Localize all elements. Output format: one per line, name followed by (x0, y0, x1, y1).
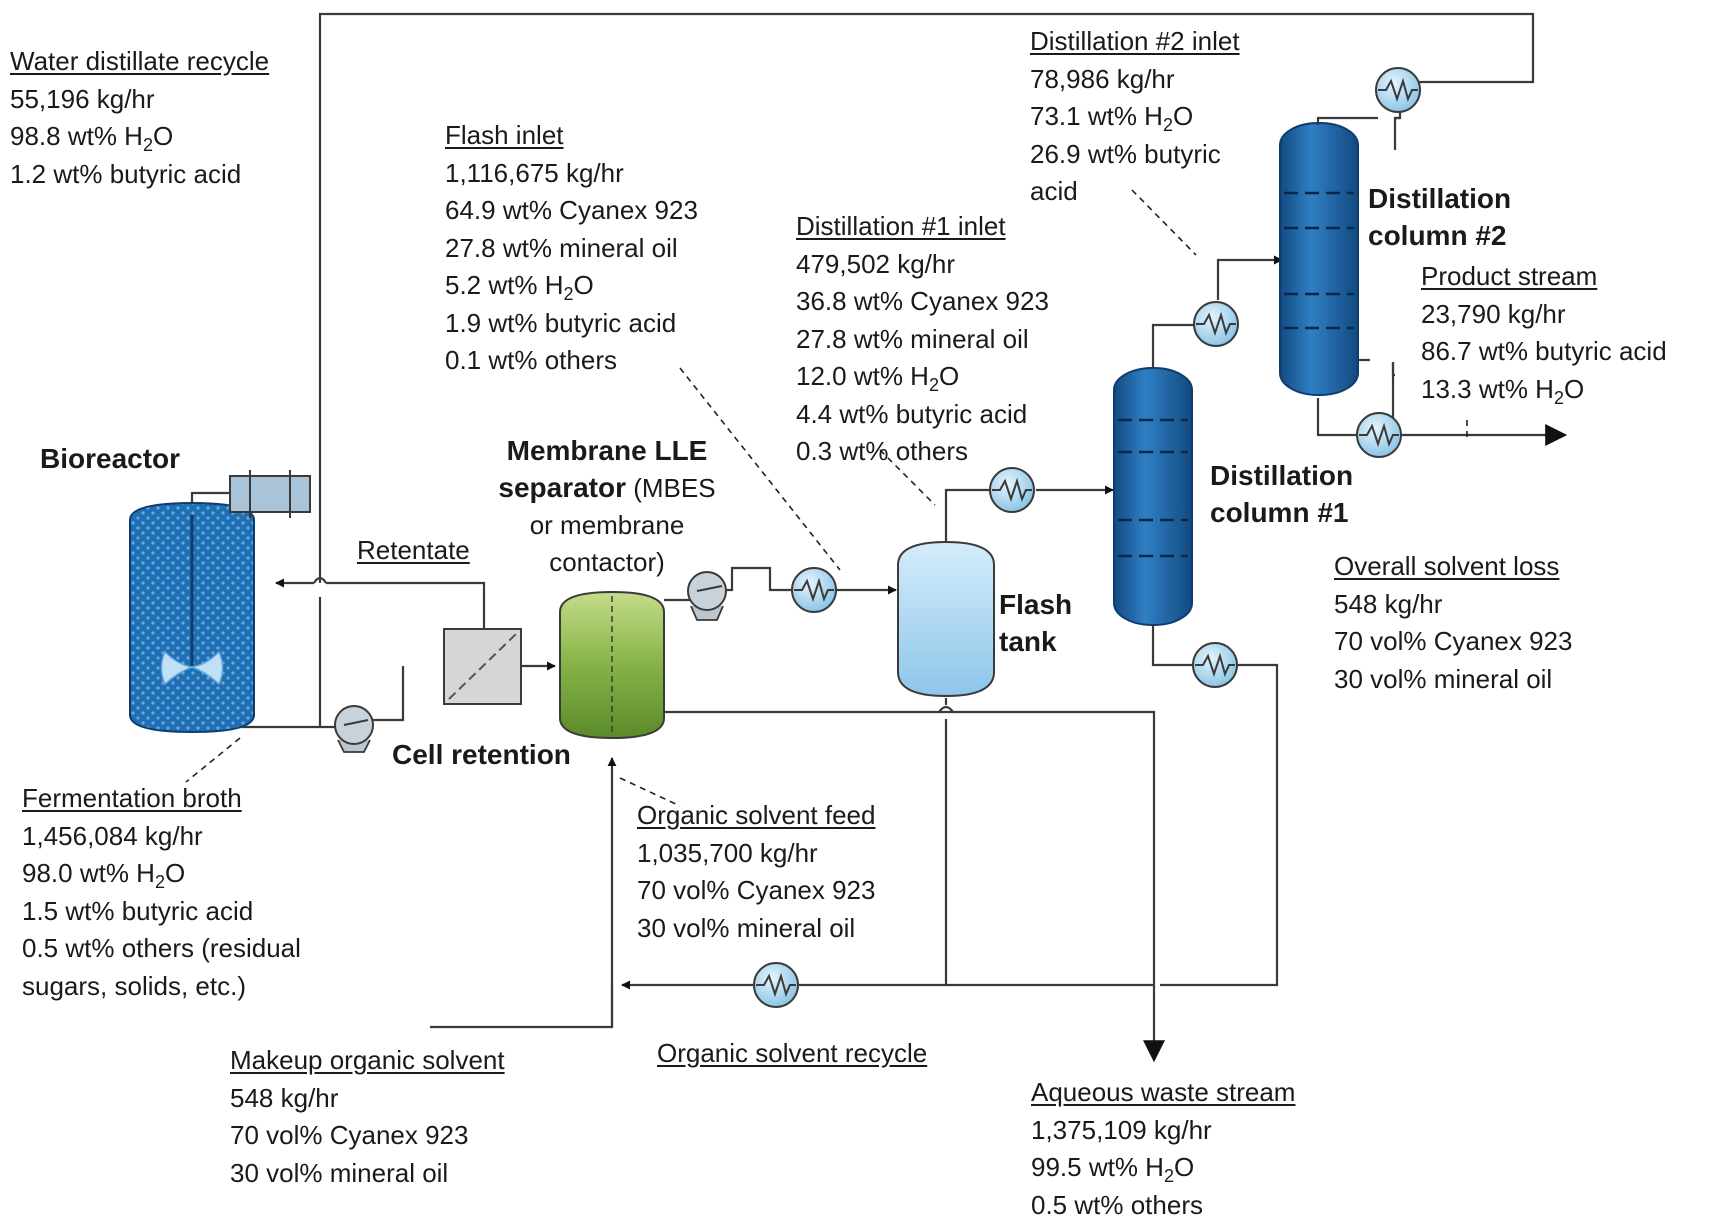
product-c1: 86.7 wt% butyric acid (1421, 333, 1667, 371)
flash-inlet-h2o: 5.2 wt% H2O (445, 267, 698, 305)
equipment (130, 118, 1378, 752)
organic-solvent-recycle-label: Organic solvent recycle (657, 1035, 927, 1072)
membrane-sep-line: separator (MBES (472, 469, 742, 507)
water-distillate-h2o: 98.8 wt% H2O (10, 118, 269, 156)
hx-dist1-inlet-icon (990, 468, 1034, 512)
cell-retention-filter (444, 629, 521, 704)
broth-c2: 0.5 wt% others (residual (22, 930, 301, 968)
distillation-column-1-vessel (1114, 368, 1192, 625)
organic-feed-c1: 70 vol% Cyanex 923 (637, 872, 875, 910)
dist2-inlet-flow: 78,986 kg/hr (1030, 61, 1240, 99)
dist1-label-1: Distillation (1210, 457, 1353, 494)
dist1-inlet-c2: 27.8 wt% mineral oil (796, 321, 1049, 359)
broth-flow: 1,456,084 kg/hr (22, 818, 301, 856)
flash-inlet-c4: 0.1 wt% others (445, 342, 698, 380)
dist1-inlet-c3: 4.4 wt% butyric acid (796, 396, 1049, 434)
dist1-label-2: column #1 (1210, 494, 1348, 531)
hx-dist2-top-icon (1376, 68, 1420, 112)
organic-feed-label: Organic solvent feed 1,035,700 kg/hr 70 … (637, 797, 875, 947)
solvent-loss-title: Overall solvent loss (1334, 548, 1572, 586)
hx-product-icon (1357, 413, 1401, 457)
flash-tank-vessel (898, 542, 994, 696)
pump-broth (335, 706, 373, 752)
flash-inlet-c2: 27.8 wt% mineral oil (445, 230, 698, 268)
bioreactor-vessel (130, 503, 254, 732)
product-flow: 23,790 kg/hr (1421, 296, 1667, 334)
makeup-c2: 30 vol% mineral oil (230, 1155, 505, 1193)
dist2-inlet-label: Distillation #2 inlet 78,986 kg/hr 73.1 … (1030, 23, 1240, 211)
flash-inlet-flow: 1,116,675 kg/hr (445, 155, 698, 193)
vent-filter (230, 470, 310, 518)
product-stream-label: Product stream 23,790 kg/hr 86.7 wt% but… (1421, 258, 1667, 408)
dist1-inlet-label: Distillation #1 inlet 479,502 kg/hr 36.8… (796, 208, 1049, 471)
broth-title: Fermentation broth (22, 780, 301, 818)
bioreactor-label: Bioreactor (40, 440, 180, 477)
fermentation-broth-label: Fermentation broth 1,456,084 kg/hr 98.0 … (22, 780, 301, 1005)
dist2-label-1: Distillation (1368, 180, 1511, 217)
membrane-separator-label: Membrane LLE separator (MBES or membrane… (472, 432, 742, 581)
broth-c3: sugars, solids, etc.) (22, 968, 301, 1006)
dist2-inlet-title: Distillation #2 inlet (1030, 23, 1240, 61)
water-distillate-title: Water distillate recycle (10, 43, 269, 81)
makeup-c1: 70 vol% Cyanex 923 (230, 1117, 505, 1155)
organic-feed-title: Organic solvent feed (637, 797, 875, 835)
dist2-inlet-c2: acid (1030, 173, 1240, 211)
hx-solvent-recycle-icon (754, 963, 798, 1007)
broth-c1: 1.5 wt% butyric acid (22, 893, 301, 931)
dist1-inlet-h2o: 12.0 wt% H2O (796, 358, 1049, 396)
membrane-line3: or membrane (472, 507, 742, 544)
makeup-flow: 548 kg/hr (230, 1080, 505, 1118)
hx-dist2-inlet-icon (1194, 302, 1238, 346)
hx-dist1-bottom-icon (1193, 643, 1237, 687)
aqueous-title: Aqueous waste stream (1031, 1074, 1295, 1112)
dist1-inlet-c1: 36.8 wt% Cyanex 923 (796, 283, 1049, 321)
broth-h2o: 98.0 wt% H2O (22, 855, 301, 893)
membrane-line4: contactor) (472, 544, 742, 581)
makeup-title: Makeup organic solvent (230, 1042, 505, 1080)
solvent-loss-c2: 30 vol% mineral oil (1334, 661, 1572, 699)
aqueous-waste-label: Aqueous waste stream 1,375,109 kg/hr 99.… (1031, 1074, 1295, 1224)
flash-tank-label-2: tank (999, 623, 1057, 660)
solvent-loss-c1: 70 vol% Cyanex 923 (1334, 623, 1572, 661)
aqueous-flow: 1,375,109 kg/hr (1031, 1112, 1295, 1150)
membrane-lle-separator (560, 592, 664, 738)
dist1-inlet-c4: 0.3 wt% others (796, 433, 1049, 471)
dist1-inlet-flow: 479,502 kg/hr (796, 246, 1049, 284)
aqueous-c1: 0.5 wt% others (1031, 1187, 1295, 1224)
product-h2o: 13.3 wt% H2O (1421, 371, 1667, 409)
dist2-inlet-c1: 26.9 wt% butyric (1030, 136, 1240, 174)
flash-inlet-c3: 1.9 wt% butyric acid (445, 305, 698, 343)
dist1-inlet-title: Distillation #1 inlet (796, 208, 1049, 246)
retentate-label: Retentate (357, 532, 470, 569)
flash-inlet-title: Flash inlet (445, 117, 698, 155)
solvent-loss-flow: 548 kg/hr (1334, 586, 1572, 624)
flash-tank-label-1: Flash (999, 586, 1072, 623)
dist2-inlet-h2o: 73.1 wt% H2O (1030, 98, 1240, 136)
cell-retention-label: Cell retention (392, 736, 571, 773)
water-distillate-flow: 55,196 kg/hr (10, 81, 269, 119)
organic-feed-c2: 30 vol% mineral oil (637, 910, 875, 948)
organic-feed-flow: 1,035,700 kg/hr (637, 835, 875, 873)
water-distillate-label: Water distillate recycle 55,196 kg/hr 98… (10, 43, 269, 193)
distillation-column-2-vessel (1280, 123, 1358, 395)
water-distillate-c1: 1.2 wt% butyric acid (10, 156, 269, 194)
makeup-solvent-label: Makeup organic solvent 548 kg/hr 70 vol%… (230, 1042, 505, 1192)
hx-flash-inlet-icon (792, 568, 836, 612)
dist2-label-2: column #2 (1368, 217, 1506, 254)
flash-inlet-c1: 64.9 wt% Cyanex 923 (445, 192, 698, 230)
product-title: Product stream (1421, 258, 1667, 296)
solvent-loss-label: Overall solvent loss 548 kg/hr 70 vol% C… (1334, 548, 1572, 698)
membrane-title: Membrane LLE (472, 432, 742, 469)
aqueous-h2o: 99.5 wt% H2O (1031, 1149, 1295, 1187)
flash-inlet-label: Flash inlet 1,116,675 kg/hr 64.9 wt% Cya… (445, 117, 698, 380)
